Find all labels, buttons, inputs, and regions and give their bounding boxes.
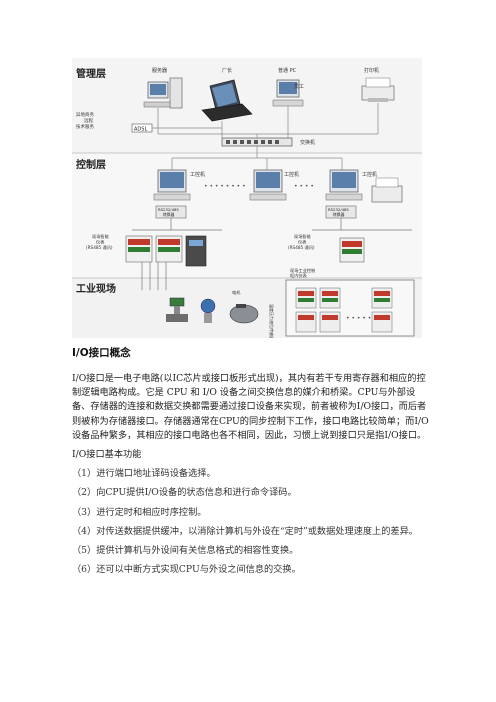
- function-item-5: （5）提供计算机与外设间有关信息格式的相容性变换。: [72, 545, 299, 557]
- instr-right-line-2: 仪表: [298, 239, 307, 246]
- control-wiring: [171, 146, 343, 170]
- ipc-1-label: 工控机: [190, 171, 205, 178]
- left-instruments: [125, 235, 207, 267]
- motor-label: 电机: [232, 289, 241, 296]
- article-body: I/O接口概念 I/O接口是一电子电路(以IC芯片或接口板形式出现)，其内有若干…: [72, 345, 432, 582]
- function-item-2: （2）向CPU提供I/O设备的状态信息和进行命令译码。: [72, 487, 297, 499]
- ellipsis-2: • • • •: [294, 183, 314, 190]
- cabinet-instruments: [295, 287, 393, 333]
- control-layer-label: 控制层: [76, 158, 106, 171]
- panel-top-line-2: 柜内仪表: [290, 272, 308, 279]
- ipc-3-icon: [325, 169, 363, 201]
- remote-user-label: 异地商务 远程 技术服务: [76, 111, 95, 130]
- network-diagram-svg: 管理层 控制层 工业现场 服务器 厂长 普通 PC 员工: [72, 58, 422, 338]
- remote-user-line-2: 远程: [84, 117, 93, 124]
- function-item-1: （1）进行端口地址译码设备选择。: [72, 468, 216, 480]
- desktop-pc-icon: [272, 79, 304, 107]
- motor-icon: [229, 304, 259, 324]
- section-heading: I/O接口概念: [72, 347, 131, 359]
- ellipsis-1: • • • • • • • •: [204, 183, 246, 190]
- instr-right-line-1: 现场智能: [294, 233, 312, 240]
- intro-paragraph: I/O接口是一电子电路(以IC芯片或接口板形式出现)，其内有若干专用寄存器和相应…: [72, 373, 429, 441]
- converter-1-line-2: 转换器: [163, 212, 175, 217]
- general-pc-label: 普通 PC: [278, 67, 297, 74]
- printer-icon: [361, 77, 395, 102]
- functions-title: I/O接口基本功能: [72, 449, 142, 461]
- valve-icon: [166, 297, 188, 322]
- converter-1-line-1: RS232/485: [158, 207, 179, 212]
- converter-2-label: RS232/485 转换器: [328, 207, 350, 217]
- management-layer-label: 管理层: [76, 67, 106, 80]
- ipc-2-icon: [249, 169, 287, 201]
- field-layer-label: 工业现场: [76, 282, 116, 295]
- factory-head-label: 厂长: [222, 67, 232, 74]
- network-diagram: 管理层 控制层 工业现场 服务器 厂长 普通 PC 员工: [72, 58, 422, 338]
- converter-2-line-2: 转换器: [333, 212, 345, 217]
- instr-left-label: 现场智能 仪表 (RS485 通讯): [86, 233, 113, 251]
- ipc-2-label: 工控机: [284, 171, 299, 178]
- panel-top-label: 现场工业控制 柜内仪表: [290, 267, 316, 279]
- function-item-4: （4）对传送数据提供缓冲，以消除计算机与外设在“定时”或数据处理速度上的差异。: [72, 525, 418, 537]
- laptop-icon: [201, 79, 253, 122]
- adsl-label: ADSL: [134, 127, 147, 133]
- switch-label: 交换机: [300, 139, 315, 146]
- instr-left-line-2: 仪表: [96, 239, 105, 246]
- converter-1-label: RS232/485 转换器: [158, 207, 180, 217]
- remote-user-line-1: 异地商务: [76, 111, 94, 118]
- remote-user-line-3: 技术服务: [76, 123, 94, 130]
- ipc-1-icon: [153, 169, 191, 201]
- field-wiring: [141, 262, 167, 290]
- switch-ports-icon: [226, 140, 279, 144]
- function-item-3: （3）进行定时和相应时序控制。: [72, 506, 207, 518]
- sensors-label: 温度压力液位传感器: [269, 304, 275, 338]
- function-item-6: （6）还可以中断方式实现CPU与外设之间信息的交换。: [72, 564, 301, 576]
- employee-label: 员工: [294, 84, 304, 90]
- instr-left-line-3: (RS485 通讯): [86, 244, 113, 251]
- management-wiring: [152, 103, 379, 138]
- printer-label: 打印机: [364, 67, 379, 74]
- instr-left-line-1: 现场智能: [92, 233, 110, 240]
- converter-2-line-1: RS232/485: [328, 207, 349, 212]
- control-printer-icon: [371, 177, 403, 203]
- management-layer-bg: [72, 58, 422, 153]
- ellipsis-3: • • • • •: [346, 315, 371, 322]
- instr-right-label: 现场智能 仪表 (RS485 通讯): [288, 233, 315, 251]
- bus-wiring: [132, 218, 412, 231]
- server-label: 服务器: [152, 67, 167, 74]
- flow-meter-icon: [200, 298, 216, 323]
- right-instruments: [339, 237, 365, 263]
- ipc-3-label: 工控机: [362, 171, 377, 178]
- panel-top-line-1: 现场工业控制: [290, 267, 315, 274]
- instr-right-line-3: (RS485 通讯): [288, 244, 315, 251]
- server-computer-icon: [143, 77, 183, 109]
